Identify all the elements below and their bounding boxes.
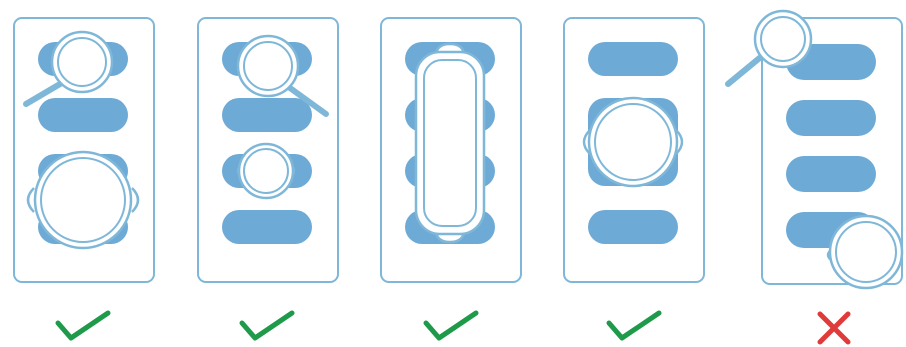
checkmark-icon [58, 313, 108, 338]
cooking-zone [786, 100, 876, 136]
cooking-zone [222, 210, 312, 244]
cooking-zone [786, 156, 876, 192]
cooking-zone [38, 98, 128, 132]
checkmark-icon [609, 313, 659, 338]
cooking-zone [222, 98, 312, 132]
checkmark-icon [242, 313, 292, 338]
misplaced-pot [828, 216, 902, 288]
cooking-zone [588, 42, 678, 76]
panel-4 [564, 18, 704, 338]
small-pot [238, 144, 294, 198]
cooking-zone [588, 210, 678, 244]
panel-1 [14, 18, 154, 338]
cross-icon [820, 314, 848, 342]
panel-5 [728, 11, 902, 342]
roasting-pan [416, 44, 484, 242]
checkmark-icon [426, 313, 476, 338]
panel-2 [198, 18, 338, 338]
panel-3 [381, 18, 521, 338]
